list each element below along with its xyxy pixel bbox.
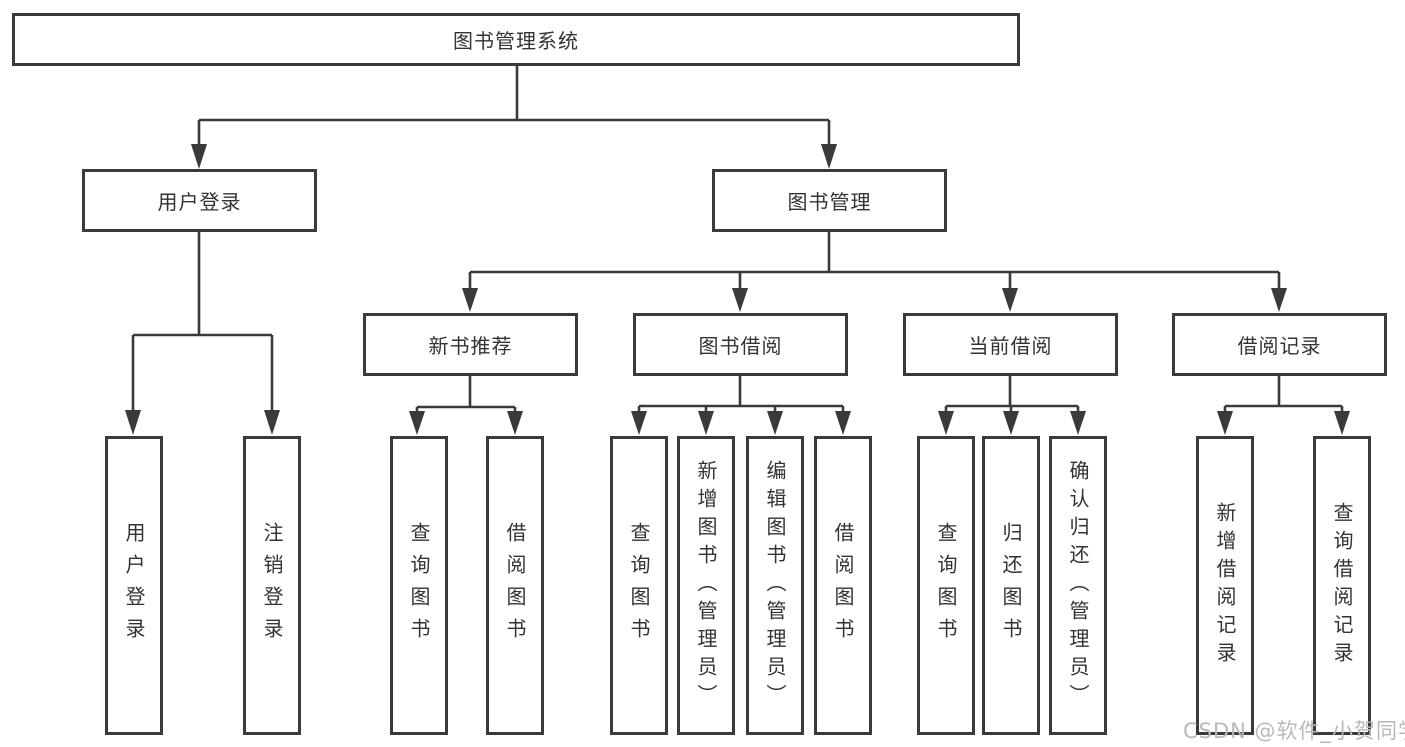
node-label: 查询图书: [934, 521, 958, 650]
arrowhead-icon: [1002, 288, 1018, 312]
node-leaf-add-borrow-record: 新增借阅记录: [1196, 436, 1254, 735]
node-label: 图书借阅: [698, 334, 783, 358]
node-leaf-query-borrow-record: 查询借阅记录: [1313, 436, 1371, 735]
node-label: 图书管理: [787, 190, 872, 214]
node-label: 借阅图书: [503, 521, 527, 650]
arrowhead-icon: [631, 411, 647, 435]
node-new-book-recommend: 新书推荐: [363, 313, 578, 376]
node-leaf-user-login: 用户登录: [105, 436, 163, 735]
connector-current-borrow-to-leaves: [938, 376, 1086, 435]
arrowhead-icon: [264, 410, 280, 435]
arrowhead-icon: [767, 411, 783, 435]
arrowhead-icon: [409, 411, 425, 435]
node-book-management: 图书管理: [712, 169, 947, 232]
node-leaf-borrow-books: 借阅图书: [814, 436, 872, 735]
node-leaf-return-book: 归还图书: [982, 436, 1040, 735]
node-leaf-query-books-current: 查询图书: [917, 436, 975, 735]
csdn-watermark: CSDN @软件_小贺同学: [1183, 719, 1405, 743]
connector-borrow-records-to-leaves: [1217, 376, 1350, 435]
node-book-borrow: 图书借阅: [633, 313, 848, 376]
node-label: 借阅记录: [1237, 334, 1322, 358]
arrowhead-icon: [1003, 411, 1019, 435]
node-label: 归还图书: [999, 521, 1023, 650]
node-root: 图书管理系统: [12, 13, 1020, 66]
arrowhead-icon: [698, 411, 714, 435]
arrowhead-icon: [462, 288, 478, 312]
arrowhead-icon: [1217, 411, 1233, 435]
node-label: 用户登录: [122, 521, 146, 650]
arrowhead-icon: [1070, 411, 1086, 435]
arrowhead-icon: [1271, 288, 1287, 312]
node-label: 借阅图书: [831, 521, 855, 650]
node-label: 用户登录: [157, 190, 242, 214]
node-label: 查询图书: [407, 521, 431, 650]
arrowhead-icon: [1334, 411, 1350, 435]
connector-book-borrow-to-leaves: [631, 376, 851, 435]
node-label: 注销登录: [260, 521, 284, 650]
arrowhead-icon: [821, 144, 837, 169]
node-leaf-logout: 注销登录: [243, 436, 301, 735]
connector-book-management-to-level3: [462, 232, 1287, 312]
node-leaf-edit-book-admin: 编辑图书（管理员）: [746, 436, 804, 735]
arrowhead-icon: [191, 144, 207, 169]
node-label: 新增借阅记录: [1213, 501, 1237, 670]
node-leaf-borrow-books-recommend: 借阅图书: [486, 436, 544, 735]
node-label: 新增图书（管理员）: [694, 459, 718, 712]
node-label: 查询图书: [627, 521, 651, 650]
node-leaf-add-book-admin: 新增图书（管理员）: [677, 436, 735, 735]
node-label: 当前借阅: [968, 334, 1053, 358]
arrowhead-icon: [507, 411, 523, 435]
connector-user-login-to-leaves: [125, 232, 280, 435]
node-user-login: 用户登录: [82, 169, 317, 232]
arrowhead-icon: [938, 411, 954, 435]
node-label: 图书管理系统: [453, 29, 579, 53]
node-label: 新书推荐: [428, 334, 513, 358]
node-label: 查询借阅记录: [1330, 501, 1354, 670]
connector-new-book-recommend-to-leaves: [409, 376, 523, 435]
node-leaf-query-books-recommend: 查询图书: [390, 436, 448, 735]
arrowhead-icon: [835, 411, 851, 435]
node-leaf-query-books-borrow: 查询图书: [610, 436, 668, 735]
node-current-borrow: 当前借阅: [903, 313, 1118, 376]
node-borrow-records: 借阅记录: [1172, 313, 1387, 376]
arrowhead-icon: [125, 410, 141, 435]
node-leaf-confirm-return-admin: 确认归还（管理员）: [1049, 436, 1107, 735]
node-label: 编辑图书（管理员）: [763, 459, 787, 712]
node-label: 确认归还（管理员）: [1066, 459, 1090, 712]
connector-root-to-level2: [191, 66, 837, 169]
arrowhead-icon: [732, 288, 748, 312]
